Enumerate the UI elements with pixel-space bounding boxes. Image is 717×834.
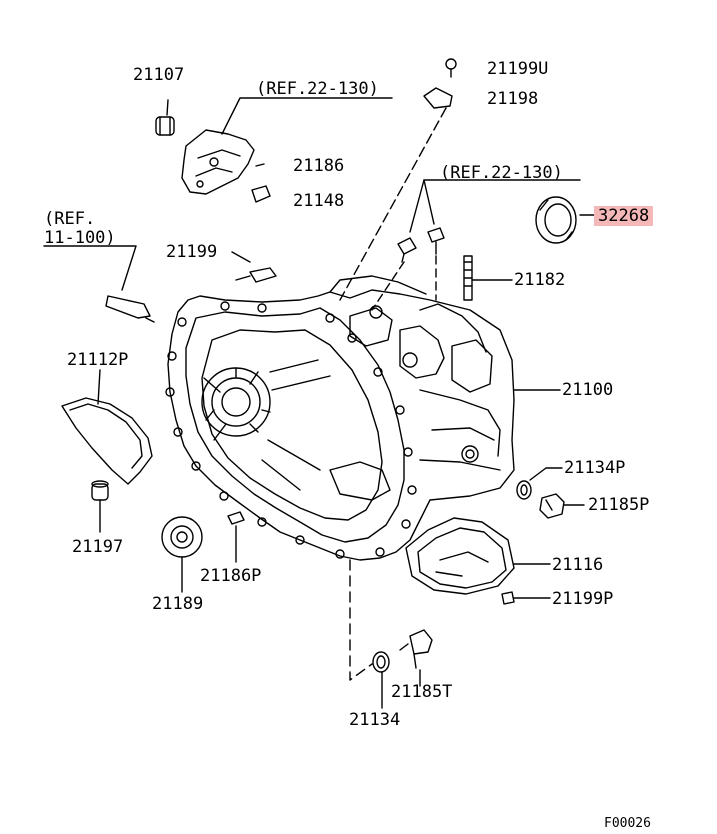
callout-21198[interactable]: 21198 xyxy=(487,89,539,109)
callout-21100[interactable]: 21100 xyxy=(562,380,614,400)
part-21197 xyxy=(91,480,109,501)
part-21185T xyxy=(399,629,433,669)
callout-32268-highlighted[interactable]: 32268 xyxy=(594,206,654,226)
callout-21185T[interactable]: 21185T xyxy=(391,682,453,702)
ref-line-c xyxy=(43,245,137,291)
callout-21182[interactable]: 21182 xyxy=(514,270,566,290)
part-21186P xyxy=(227,511,245,525)
ref-line-a xyxy=(221,97,393,135)
ref-11-100-component xyxy=(105,295,155,323)
part-21134P xyxy=(516,480,532,500)
callout-21186P[interactable]: 21186P xyxy=(200,566,262,586)
ref-22-130-upper[interactable]: (REF.22-130) xyxy=(256,79,379,99)
dashed-leader-21198 xyxy=(339,107,447,301)
part-21107 xyxy=(155,99,175,136)
callout-21189[interactable]: 21189 xyxy=(152,594,204,614)
callout-21134[interactable]: 21134 xyxy=(349,710,401,730)
callout-21134P[interactable]: 21134P xyxy=(564,458,626,478)
part-21182 xyxy=(463,255,473,301)
sensor-bolt-right xyxy=(427,227,445,255)
callout-21148[interactable]: 21148 xyxy=(293,191,345,211)
callout-21199U[interactable]: 21199U xyxy=(487,59,549,79)
ref-11-100-line1[interactable]: (REF. xyxy=(44,209,96,229)
callout-21199[interactable]: 21199 xyxy=(166,242,218,262)
part-21185P xyxy=(539,493,565,519)
callout-21116[interactable]: 21116 xyxy=(552,555,604,575)
sensor-bolt-left xyxy=(397,237,417,263)
bracket-assembly xyxy=(181,129,255,195)
callout-21199P[interactable]: 21199P xyxy=(552,589,614,609)
part-21134 xyxy=(372,651,390,673)
part-21116-cover xyxy=(405,517,515,595)
ref-11-100-line2[interactable]: 11-100) xyxy=(44,228,116,248)
callout-21197[interactable]: 21197 xyxy=(72,537,124,557)
callout-21185P[interactable]: 21185P xyxy=(588,495,650,515)
callout-21107[interactable]: 21107 xyxy=(133,65,185,85)
part-32268-oil-seal xyxy=(535,196,577,244)
part-21199U xyxy=(445,58,457,78)
part-21199 xyxy=(235,267,277,283)
figure-code: F00026 xyxy=(604,816,651,831)
callout-21186[interactable]: 21186 xyxy=(293,156,345,176)
part-21112P-gasket xyxy=(61,397,153,485)
part-21186 xyxy=(255,163,265,167)
part-21189-seal xyxy=(161,516,203,558)
ref-22-130-lower[interactable]: (REF.22-130) xyxy=(440,163,563,183)
part-21148 xyxy=(251,185,271,203)
transaxle-case-21100 xyxy=(165,275,515,561)
part-21199P xyxy=(501,591,551,605)
callout-21112P[interactable]: 21112P xyxy=(67,350,129,370)
part-21198 xyxy=(423,87,453,109)
